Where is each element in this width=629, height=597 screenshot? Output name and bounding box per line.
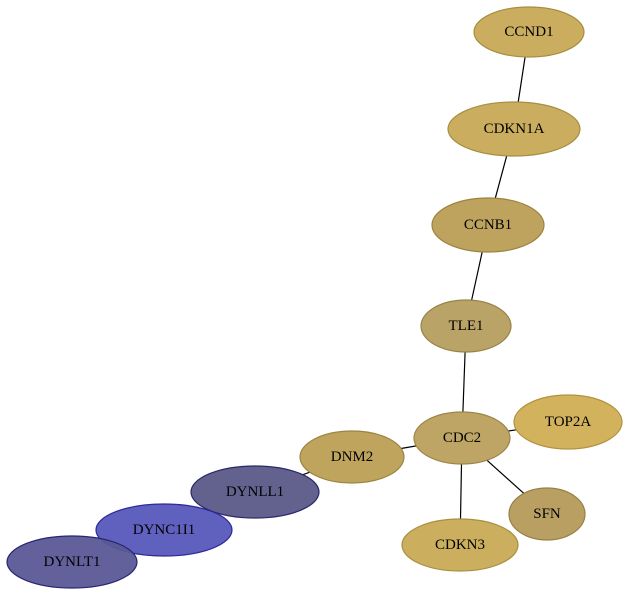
node-label-dync1i1: DYNC1I1 bbox=[133, 522, 196, 538]
node-shape-cdkn1a[interactable] bbox=[447, 101, 581, 157]
node-shape-ccnd1[interactable] bbox=[473, 6, 585, 58]
edge-dnm2-dynll1 bbox=[302, 471, 311, 476]
node-label-cdkn3: CDKN3 bbox=[435, 537, 485, 553]
node-label-cdc2: CDC2 bbox=[443, 430, 481, 446]
edge-cdc2-cdkn3 bbox=[459, 463, 463, 520]
node-label-dynlt1: DYNLT1 bbox=[44, 554, 101, 570]
node-shape-cdc2[interactable] bbox=[413, 411, 511, 465]
edge-ccnb1-tle1 bbox=[471, 251, 483, 301]
node-shape-cdkn3[interactable] bbox=[401, 518, 519, 572]
node-cdkn1a[interactable]: CDKN1A bbox=[447, 101, 581, 157]
node-shape-dync1i1[interactable] bbox=[95, 503, 233, 557]
edge-cdc2-sfn bbox=[486, 459, 525, 494]
edge-tle1-cdc2 bbox=[462, 351, 466, 413]
node-shape-ccnb1[interactable] bbox=[431, 197, 545, 253]
node-dynll1[interactable]: DYNLL1 bbox=[190, 465, 320, 519]
node-dync1i1[interactable]: DYNC1I1 bbox=[95, 503, 233, 557]
node-top2a[interactable]: TOP2A bbox=[513, 394, 623, 450]
node-label-ccnb1: CCNB1 bbox=[464, 217, 512, 233]
node-label-ccnd1: CCND1 bbox=[504, 24, 553, 40]
node-shape-top2a[interactable] bbox=[513, 394, 623, 450]
edge-cdc2-dnm2 bbox=[400, 445, 417, 450]
node-sfn[interactable]: SFN bbox=[508, 487, 586, 541]
node-ccnd1[interactable]: CCND1 bbox=[473, 6, 585, 58]
node-cdc2[interactable]: CDC2 bbox=[413, 411, 511, 465]
node-ccnb1[interactable]: CCNB1 bbox=[431, 197, 545, 253]
node-shape-dnm2[interactable] bbox=[299, 430, 405, 484]
node-label-tle1: TLE1 bbox=[449, 318, 484, 334]
node-label-dynll1: DYNLL1 bbox=[226, 484, 284, 500]
edge-ccnd1-cdkn1a bbox=[517, 56, 526, 103]
node-shape-dynlt1[interactable] bbox=[6, 535, 138, 589]
node-tle1[interactable]: TLE1 bbox=[420, 299, 512, 353]
node-shape-tle1[interactable] bbox=[420, 299, 512, 353]
edge-cdkn1a-ccnb1 bbox=[494, 155, 508, 199]
node-dynlt1[interactable]: DYNLT1 bbox=[6, 535, 138, 589]
node-dnm2[interactable]: DNM2 bbox=[299, 430, 405, 484]
node-shape-sfn[interactable] bbox=[508, 487, 586, 541]
node-label-sfn: SFN bbox=[533, 506, 561, 522]
node-label-cdkn1a: CDKN1A bbox=[484, 121, 545, 137]
node-label-top2a: TOP2A bbox=[545, 414, 592, 430]
node-shape-dynll1[interactable] bbox=[190, 465, 320, 519]
node-cdkn3[interactable]: CDKN3 bbox=[401, 518, 519, 572]
edge-cdc2-top2a bbox=[508, 429, 517, 432]
node-label-dnm2: DNM2 bbox=[331, 449, 374, 465]
